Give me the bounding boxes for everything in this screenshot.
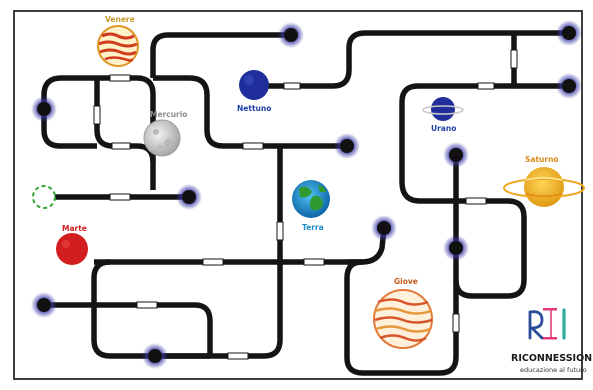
giove-label: Giove — [394, 277, 418, 286]
terra-label: Terra — [302, 223, 324, 232]
node-left-top[interactable] — [31, 96, 57, 122]
brand-name: RICONNESSIONI — [511, 353, 593, 364]
planet-venere[interactable]: Venere — [97, 15, 139, 67]
mercurio-planet-icon — [143, 119, 181, 157]
node-right-middle[interactable] — [556, 73, 582, 99]
track-markers — [93, 49, 518, 360]
node-mercurio[interactable] — [176, 184, 202, 210]
planet-urano[interactable]: Urano — [422, 97, 464, 133]
planet-saturno[interactable]: Saturno — [503, 155, 585, 207]
urano-planet-icon — [431, 97, 455, 121]
node-terra-top[interactable] — [334, 133, 360, 159]
track-nettuno — [254, 30, 569, 89]
node-giove-top[interactable] — [371, 215, 397, 241]
saturno-planet-icon — [524, 167, 564, 207]
track-giove-link — [347, 227, 387, 265]
venere-label: Venere — [105, 15, 135, 24]
brand-mark — [528, 308, 566, 340]
marte-planet-icon — [56, 233, 88, 265]
venere-planet-icon — [97, 25, 139, 67]
track-middle — [94, 248, 459, 376]
node-top-right[interactable] — [556, 20, 582, 46]
track-top — [150, 32, 291, 78]
planet-nettuno[interactable]: Nettuno — [237, 70, 271, 113]
terra-planet-icon — [292, 180, 330, 218]
marte-label: Marte — [62, 224, 87, 233]
planet-marte[interactable]: Marte — [56, 224, 88, 265]
node-bottom[interactable] — [142, 343, 168, 369]
track-urano — [399, 83, 527, 299]
brand-logo: RICONNESSIONI educazione al futuro — [511, 308, 593, 374]
planet-terra[interactable]: Terra — [292, 180, 330, 232]
brand-tagline: educazione al futuro — [520, 366, 587, 374]
track-left-middle — [41, 109, 97, 149]
node-bottom-left[interactable] — [31, 292, 57, 318]
glow-nodes — [31, 20, 582, 369]
saturno-label: Saturno — [525, 155, 559, 164]
track-mercury-right — [153, 75, 347, 149]
start-node[interactable] — [32, 185, 56, 209]
node-urano-below[interactable] — [443, 142, 469, 168]
urano-label: Urano — [431, 124, 456, 133]
track-bottom-left — [91, 259, 210, 359]
node-giove-right[interactable] — [443, 235, 469, 261]
nettuno-planet-icon — [239, 70, 269, 100]
nettuno-label: Nettuno — [237, 104, 271, 113]
planet-giove[interactable]: Giove — [373, 277, 433, 349]
planet-mercurio[interactable]: Mercurio — [143, 110, 187, 157]
mercurio-label: Mercurio — [150, 110, 187, 119]
node-venere-top[interactable] — [278, 22, 304, 48]
